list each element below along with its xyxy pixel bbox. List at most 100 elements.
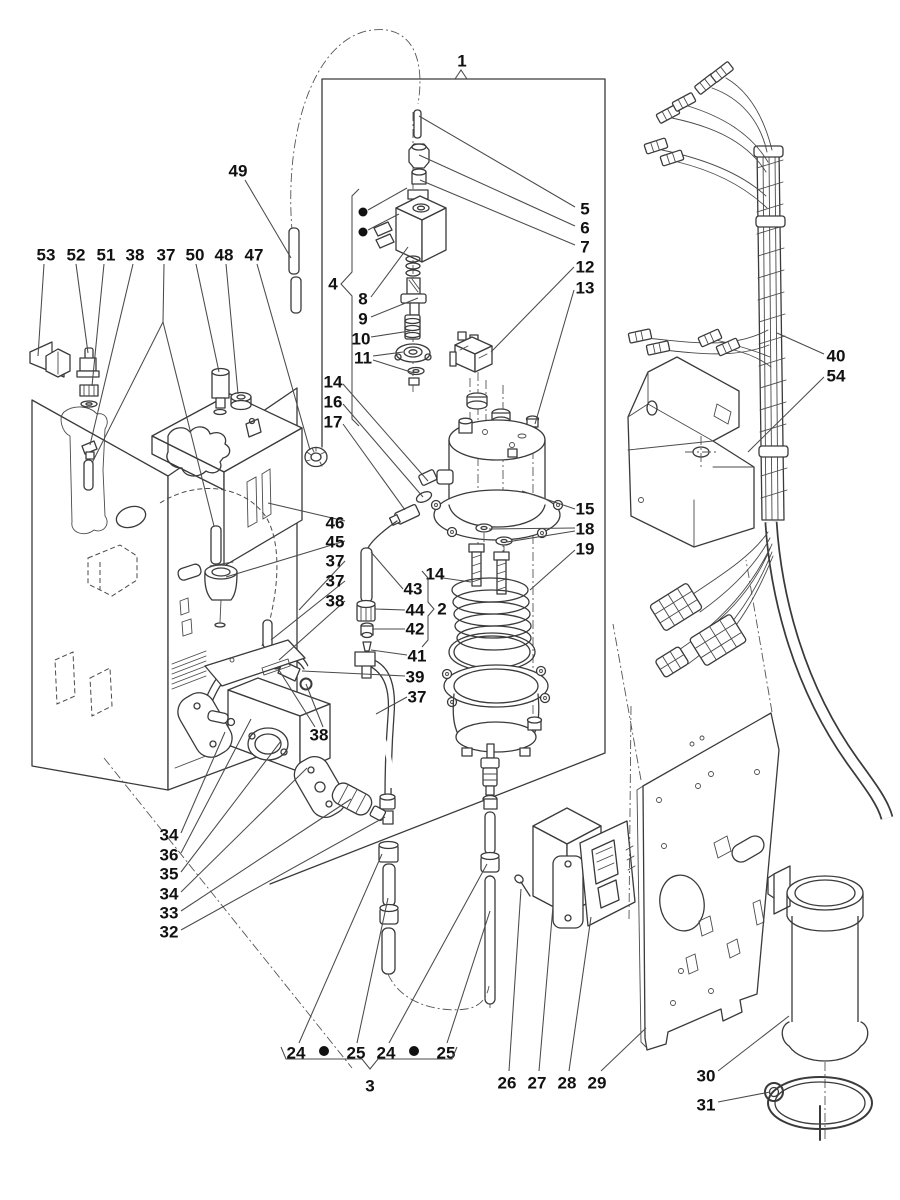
- leader-line: [244, 179, 292, 259]
- callout-25: 25: [437, 910, 491, 1063]
- callout-24: 24: [287, 853, 383, 1063]
- callout-31: 31: [697, 1091, 771, 1115]
- leader-line: [278, 600, 346, 661]
- leader-line: [370, 551, 404, 590]
- callout-26: 26: [498, 888, 522, 1093]
- callout-4: 4: [328, 188, 360, 427]
- part-number-label: 37: [326, 552, 345, 571]
- leader-line: [180, 767, 308, 893]
- callout-5: 5: [418, 115, 590, 219]
- bullet-dot: [358, 207, 368, 217]
- heating-element-group: [441, 523, 551, 757]
- leader-line: [180, 798, 352, 912]
- leader-line: [195, 263, 220, 373]
- callout-38: 38: [278, 592, 346, 661]
- callout-17: 17: [324, 413, 406, 511]
- part-number-label: 17: [324, 413, 343, 432]
- callout-18: 18: [488, 520, 595, 543]
- part-number-label: 13: [576, 279, 595, 298]
- leader-line: [276, 666, 316, 728]
- part-number-label: 53: [37, 246, 56, 265]
- callout-1: 1: [454, 52, 468, 80]
- callout-47: 47: [245, 246, 311, 451]
- hidden-panels: [54, 651, 113, 717]
- leader-line: [225, 540, 346, 578]
- callout-16: 16: [324, 393, 424, 498]
- callout-37: 37: [270, 572, 346, 641]
- part-number-label: 9: [358, 310, 367, 329]
- callout-48: 48: [215, 246, 239, 395]
- part-number-label: 36: [160, 846, 179, 865]
- leader-line: [374, 608, 406, 611]
- part-number-label: 45: [326, 533, 345, 552]
- multipin-connector-c: [655, 646, 689, 678]
- part-number-label: 3: [365, 1077, 374, 1096]
- leader-line: [747, 376, 825, 453]
- part-number-label: 4: [328, 275, 338, 294]
- part-number-label: 40: [827, 347, 846, 366]
- leader-line: [298, 853, 383, 1044]
- leader-line: [280, 1046, 458, 1070]
- callout-9: 9: [358, 297, 419, 329]
- callout-38: 38: [276, 666, 328, 745]
- torn-detail-outline: [60, 406, 108, 535]
- callout-50: 50: [186, 246, 220, 373]
- callout-40: 40: [776, 332, 846, 366]
- callout-25: 25: [347, 897, 389, 1063]
- valve-and-tubes: [354, 651, 500, 1011]
- part-number-label: 25: [437, 1044, 456, 1063]
- part-number-label: 38: [126, 246, 145, 265]
- multipin-connector-b: [689, 614, 747, 666]
- leader-line: [305, 683, 324, 728]
- vent-louvers: [171, 650, 207, 690]
- part-number-label: 33: [160, 904, 179, 923]
- part-number-label: 24: [377, 1044, 396, 1063]
- leader-line: [180, 731, 226, 834]
- part-number-label: 30: [697, 1067, 716, 1086]
- part-number-label: 7: [580, 238, 589, 257]
- transformer-module: [514, 807, 636, 929]
- mounting-bracket-54: [627, 356, 755, 548]
- part-number-label: 1: [457, 52, 466, 71]
- part-number-label: 38: [326, 592, 345, 611]
- callout-44: 44: [374, 601, 425, 620]
- callout-14: 14: [426, 565, 472, 584]
- part-number-label: 29: [588, 1074, 607, 1093]
- part-number-label: 18: [576, 520, 595, 539]
- leader-line: [421, 570, 435, 648]
- leader-line: [442, 577, 472, 583]
- callout-3: 3: [280, 1046, 458, 1096]
- leader-line: [372, 351, 404, 357]
- callout-38: 38: [89, 246, 145, 446]
- leader-line: [301, 670, 406, 677]
- callout-7: 7: [419, 179, 590, 257]
- callout-27: 27: [528, 905, 554, 1093]
- part-number-label: 51: [97, 246, 116, 265]
- callout-24: 24: [377, 863, 488, 1063]
- callout-46: 46: [267, 502, 346, 533]
- leader-line: [180, 816, 386, 931]
- callout-37: 37: [91, 246, 215, 527]
- rear-panel: [612, 559, 780, 1051]
- leader-line: [521, 490, 576, 510]
- leader-line: [356, 897, 389, 1044]
- mounting-ring: [764, 1076, 873, 1141]
- leader-line: [508, 888, 522, 1072]
- leader-line: [256, 263, 311, 451]
- part-number-label: 32: [160, 923, 179, 942]
- callout-8: 8: [358, 246, 409, 309]
- leader-line: [370, 649, 408, 656]
- leader-line: [91, 263, 165, 464]
- callout-dot: [409, 1046, 419, 1056]
- leader-line: [37, 263, 45, 357]
- safety-valve-and-hose: [159, 488, 278, 647]
- leader-line: [372, 359, 415, 374]
- standoff-and-nut: [211, 367, 252, 416]
- part-number-label: 37: [326, 572, 345, 591]
- part-number-label: 46: [326, 514, 345, 533]
- callout-dot: [319, 1046, 329, 1056]
- screw-26: [514, 874, 524, 884]
